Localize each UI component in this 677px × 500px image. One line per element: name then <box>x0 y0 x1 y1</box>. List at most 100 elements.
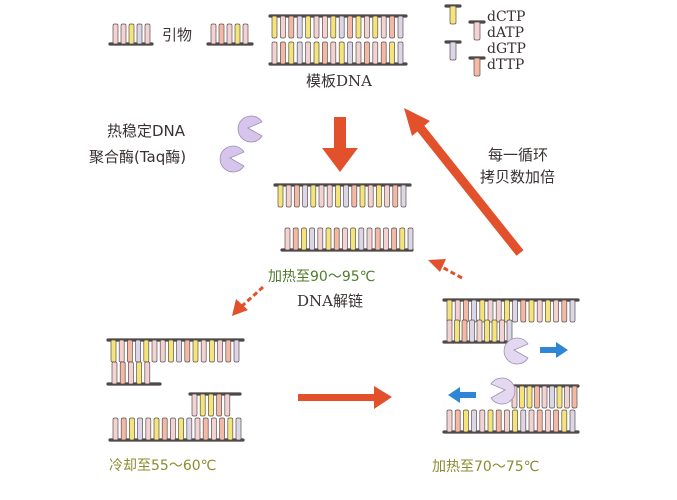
nucleotide-base <box>561 409 568 433</box>
nucleotide-base <box>280 41 286 65</box>
nucleotide-base <box>136 361 142 385</box>
nucleotide-base <box>317 227 324 251</box>
nucleotide-base <box>322 41 328 65</box>
nucleotide-base <box>471 409 477 433</box>
nucleotide-base <box>454 319 460 343</box>
nucleotide-base <box>128 361 134 385</box>
nucleotide-base <box>504 409 510 433</box>
nucleotide-base <box>112 23 119 45</box>
extension-strands <box>442 298 580 434</box>
nucleotide-base <box>191 393 198 417</box>
primer-label: 引物 <box>162 26 193 44</box>
enzyme-icon <box>237 115 263 143</box>
nucleotide-base <box>310 184 317 208</box>
nucleotide-base <box>471 299 477 323</box>
nucleotide-base <box>309 227 315 251</box>
nucleotide-base <box>144 23 151 45</box>
nucleotide-base <box>118 339 125 363</box>
nucleotide-base <box>161 417 168 441</box>
nucleotide-base <box>473 21 481 41</box>
nucleotide-base <box>526 385 533 409</box>
nucleotide-base <box>476 319 483 343</box>
heat-denature-label: 加热至90～95℃ <box>268 269 376 285</box>
nucleotide-base <box>397 15 404 39</box>
nucleotide-base <box>271 15 278 39</box>
enzyme-icon <box>490 377 516 405</box>
nucleotide-base <box>359 184 366 208</box>
nucleotide-base <box>454 299 461 323</box>
nucleotide-base <box>364 41 370 65</box>
nucleotide-base <box>296 15 303 39</box>
nucleotide-base <box>192 339 199 363</box>
nucleotide-base <box>397 41 404 65</box>
nucleotide-base <box>342 227 348 251</box>
nucleotide-base <box>350 227 356 251</box>
nucleotide-base <box>355 15 362 39</box>
nucleotide-base <box>528 409 535 433</box>
nucleotide-base <box>351 184 358 208</box>
nucleotide-base <box>534 385 540 409</box>
nucleotide-base <box>288 15 295 39</box>
legend-dttp: dTTP <box>487 57 525 73</box>
nucleotide-base <box>399 227 406 251</box>
nucleotide-base <box>120 417 127 441</box>
legend-dgtp: dGTP <box>487 41 526 57</box>
arrow-blue-right <box>540 342 568 358</box>
nucleotide-base <box>242 23 249 45</box>
nucleotide-base <box>145 417 152 441</box>
cool-anneal-label: 冷却至55～60℃ <box>109 458 217 474</box>
nucleotide-base <box>347 41 353 65</box>
nucleotide-base <box>330 15 337 39</box>
nucleotide-base <box>200 339 207 363</box>
legend-datp: dATP <box>487 25 525 41</box>
nucleotide-base <box>168 339 174 363</box>
nucleotide-base <box>541 385 548 409</box>
nucleotide-base <box>202 417 209 441</box>
nucleotide-base <box>343 184 349 208</box>
nucleotide-base <box>143 339 150 363</box>
nucleotide-base <box>318 184 325 208</box>
nucleotide-base <box>484 319 490 343</box>
arrow-to-cooling <box>232 285 265 316</box>
nucleotide-base <box>120 23 127 45</box>
nucleotide-base <box>296 41 303 65</box>
nucleotide-base <box>144 361 151 385</box>
nucleotide-base <box>366 227 373 251</box>
nucleotide-base <box>358 227 365 251</box>
nucleotide-base <box>227 417 234 441</box>
nucleotide-base <box>159 339 166 363</box>
nucleotide-base <box>536 299 543 323</box>
nucleotide-base <box>446 409 453 433</box>
nucleotide-base <box>461 319 468 343</box>
arrow-to-heating <box>428 259 463 280</box>
nucleotide-base <box>347 15 353 39</box>
nucleotide-base <box>372 41 379 65</box>
nucleotide-base <box>556 385 563 409</box>
nucleotide-base <box>463 299 469 323</box>
legend-dctp: dCTP <box>487 9 526 25</box>
polymerase-label-line2: 聚合酶(Taq酶) <box>89 148 187 166</box>
nucleotide-base <box>504 299 510 323</box>
nucleotide-base <box>512 409 518 433</box>
nucleotide-base <box>137 417 143 441</box>
nucleotide-base <box>322 15 328 39</box>
nucleotide-base <box>284 227 291 251</box>
nucleotide-base <box>400 184 407 208</box>
nucleotide-base <box>209 339 215 363</box>
nucleotide-base <box>495 409 502 433</box>
cycle-label-line2: 拷贝数加倍 <box>480 168 556 186</box>
primer-symbol <box>108 23 254 46</box>
nucleotide-base <box>184 339 191 363</box>
nucleotide-base <box>226 23 233 45</box>
nucleotide-base <box>479 409 486 433</box>
nucleotide-base <box>571 385 578 409</box>
nucleotide-base <box>380 41 387 65</box>
nucleotide-legend: dCTP dATP dGTP dTTP <box>487 9 526 73</box>
enzyme-icon <box>219 145 245 173</box>
nucleotide-base <box>520 409 527 433</box>
nucleotide-base <box>224 393 231 417</box>
nucleotide-base <box>499 319 505 343</box>
arrow-cycle-return <box>404 108 524 256</box>
nucleotide-base <box>487 409 494 433</box>
